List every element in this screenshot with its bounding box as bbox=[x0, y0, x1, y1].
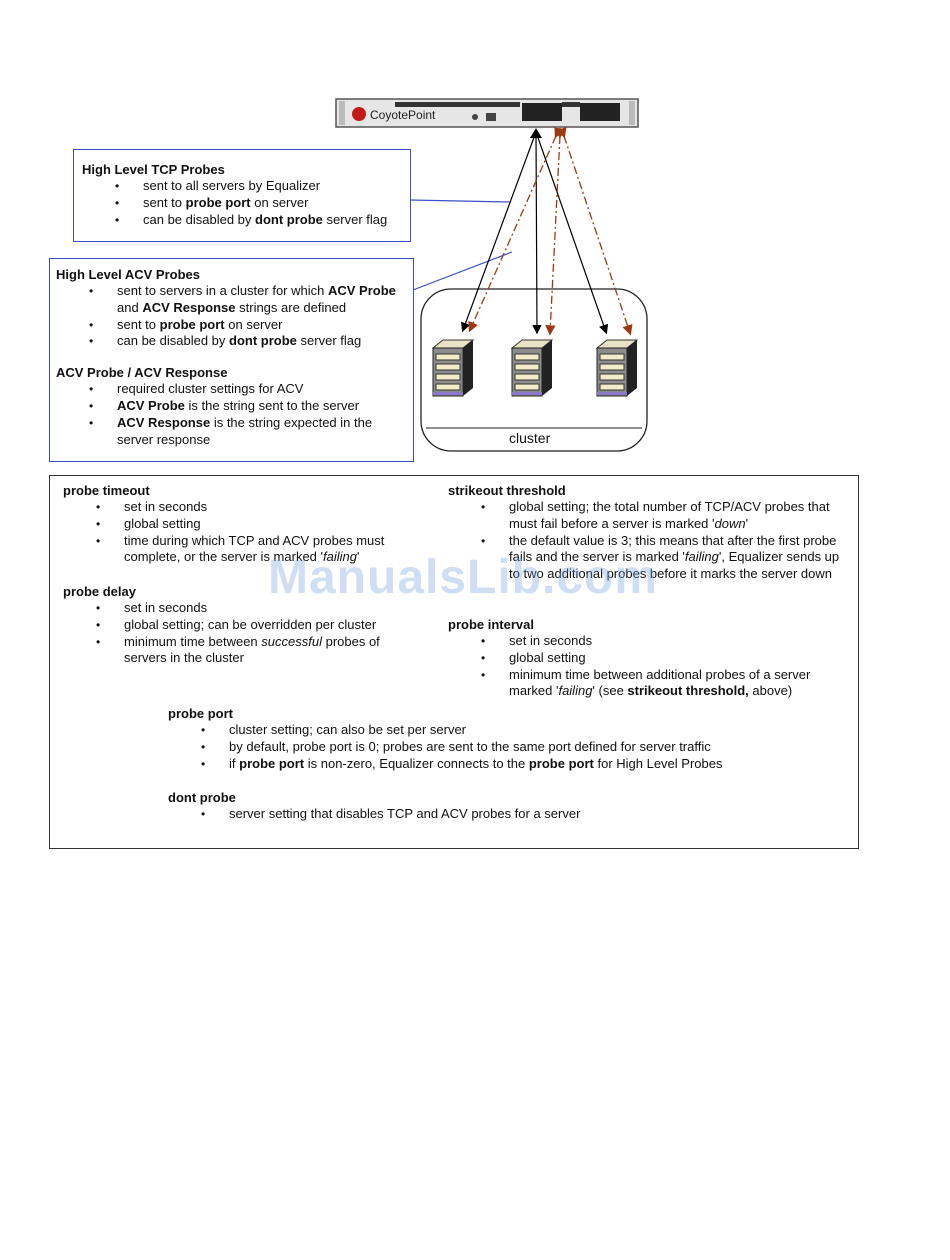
list-item: can be disabled by dont probe server fla… bbox=[89, 333, 407, 350]
probe-port-section: probe port cluster setting; can also be … bbox=[168, 706, 848, 772]
tcp-probes-list: sent to all servers by Equalizersent to … bbox=[82, 178, 402, 228]
acv-probe-arrow bbox=[556, 126, 633, 336]
list-item: required cluster settings for ACV bbox=[89, 381, 407, 398]
settings-box: probe timeout set in secondsglobal setti… bbox=[49, 475, 859, 849]
probe-port-list: cluster setting; can also be set per ser… bbox=[168, 722, 848, 772]
probe-interval-list: set in secondsglobal settingminimum time… bbox=[448, 633, 848, 700]
acv-probes-list: sent to servers in a cluster for which A… bbox=[56, 283, 407, 350]
acv-probes-box: High Level ACV Probes sent to servers in… bbox=[49, 258, 414, 462]
probe-timeout-list: set in secondsglobal settingtime during … bbox=[63, 499, 418, 566]
list-item: set in seconds bbox=[481, 633, 848, 650]
list-item: sent to probe port on server bbox=[115, 195, 402, 212]
coyotepoint-logo-icon bbox=[352, 107, 366, 121]
list-item: sent to all servers by Equalizer bbox=[115, 178, 402, 195]
list-item: set in seconds bbox=[96, 499, 418, 516]
strikeout-threshold-list: global setting; the total number of TCP/… bbox=[448, 499, 848, 583]
dont-probe-title: dont probe bbox=[168, 790, 236, 805]
server-icon bbox=[510, 339, 554, 397]
list-item: global setting; can be overridden per cl… bbox=[96, 617, 418, 634]
server-icon bbox=[595, 339, 639, 397]
strikeout-threshold-section: strikeout threshold global setting; the … bbox=[448, 483, 848, 583]
list-item: cluster setting; can also be set per ser… bbox=[201, 722, 848, 739]
acv-probe-arrow bbox=[468, 126, 564, 333]
list-item: server setting that disables TCP and ACV… bbox=[201, 806, 848, 823]
list-item: global setting; the total number of TCP/… bbox=[481, 499, 848, 533]
list-item: set in seconds bbox=[96, 600, 418, 617]
acv-box-connector bbox=[412, 251, 513, 291]
strikeout-threshold-title: strikeout threshold bbox=[448, 483, 566, 498]
list-item: sent to probe port on server bbox=[89, 317, 407, 334]
equalizer-appliance: CoyotePoint bbox=[335, 98, 639, 128]
list-item: sent to servers in a cluster for which A… bbox=[89, 283, 407, 317]
list-item: can be disabled by dont probe server fla… bbox=[115, 212, 402, 229]
probe-port-title: probe port bbox=[168, 706, 233, 721]
dont-probe-section: dont probe server setting that disables … bbox=[168, 790, 848, 823]
probe-interval-title: probe interval bbox=[448, 617, 534, 632]
topology-diagram: CoyotePoint bbox=[335, 98, 648, 452]
acv-probes-title: High Level ACV Probes bbox=[56, 267, 200, 282]
list-item: by default, probe port is 0; probes are … bbox=[201, 739, 848, 756]
list-item: minimum time between successful probes o… bbox=[96, 634, 418, 668]
acv-probe-response-list: required cluster settings for ACVACV Pro… bbox=[56, 381, 407, 448]
list-item: global setting bbox=[481, 650, 848, 667]
probe-interval-section: probe interval set in secondsglobal sett… bbox=[448, 617, 848, 700]
list-item: ACV Response is the string expected in t… bbox=[89, 415, 407, 449]
list-item: ACV Probe is the string sent to the serv… bbox=[89, 398, 407, 415]
cluster-label: cluster bbox=[509, 430, 551, 446]
probe-delay-list: set in secondsglobal setting; can be ove… bbox=[63, 600, 418, 667]
server-icon bbox=[431, 339, 475, 397]
tcp-probes-box: High Level TCP Probes sent to all server… bbox=[73, 149, 411, 242]
probe-delay-title: probe delay bbox=[63, 584, 136, 599]
device-brand: CoyotePoint bbox=[370, 108, 436, 122]
list-item: the default value is 3; this means that … bbox=[481, 533, 848, 583]
list-item: time during which TCP and ACV probes mus… bbox=[96, 533, 418, 567]
dont-probe-list: server setting that disables TCP and ACV… bbox=[168, 806, 848, 823]
tcp-box-connector bbox=[409, 199, 511, 203]
list-item: global setting bbox=[96, 516, 418, 533]
list-item: minimum time between additional probes o… bbox=[481, 667, 848, 701]
probe-timeout-section: probe timeout set in secondsglobal setti… bbox=[63, 483, 418, 566]
acv-probe-response-title: ACV Probe / ACV Response bbox=[56, 365, 228, 381]
list-item: if probe port is non-zero, Equalizer con… bbox=[201, 756, 848, 773]
tcp-probes-title: High Level TCP Probes bbox=[82, 162, 225, 177]
probe-delay-section: probe delay set in secondsglobal setting… bbox=[63, 584, 418, 667]
probe-timeout-title: probe timeout bbox=[63, 483, 150, 498]
